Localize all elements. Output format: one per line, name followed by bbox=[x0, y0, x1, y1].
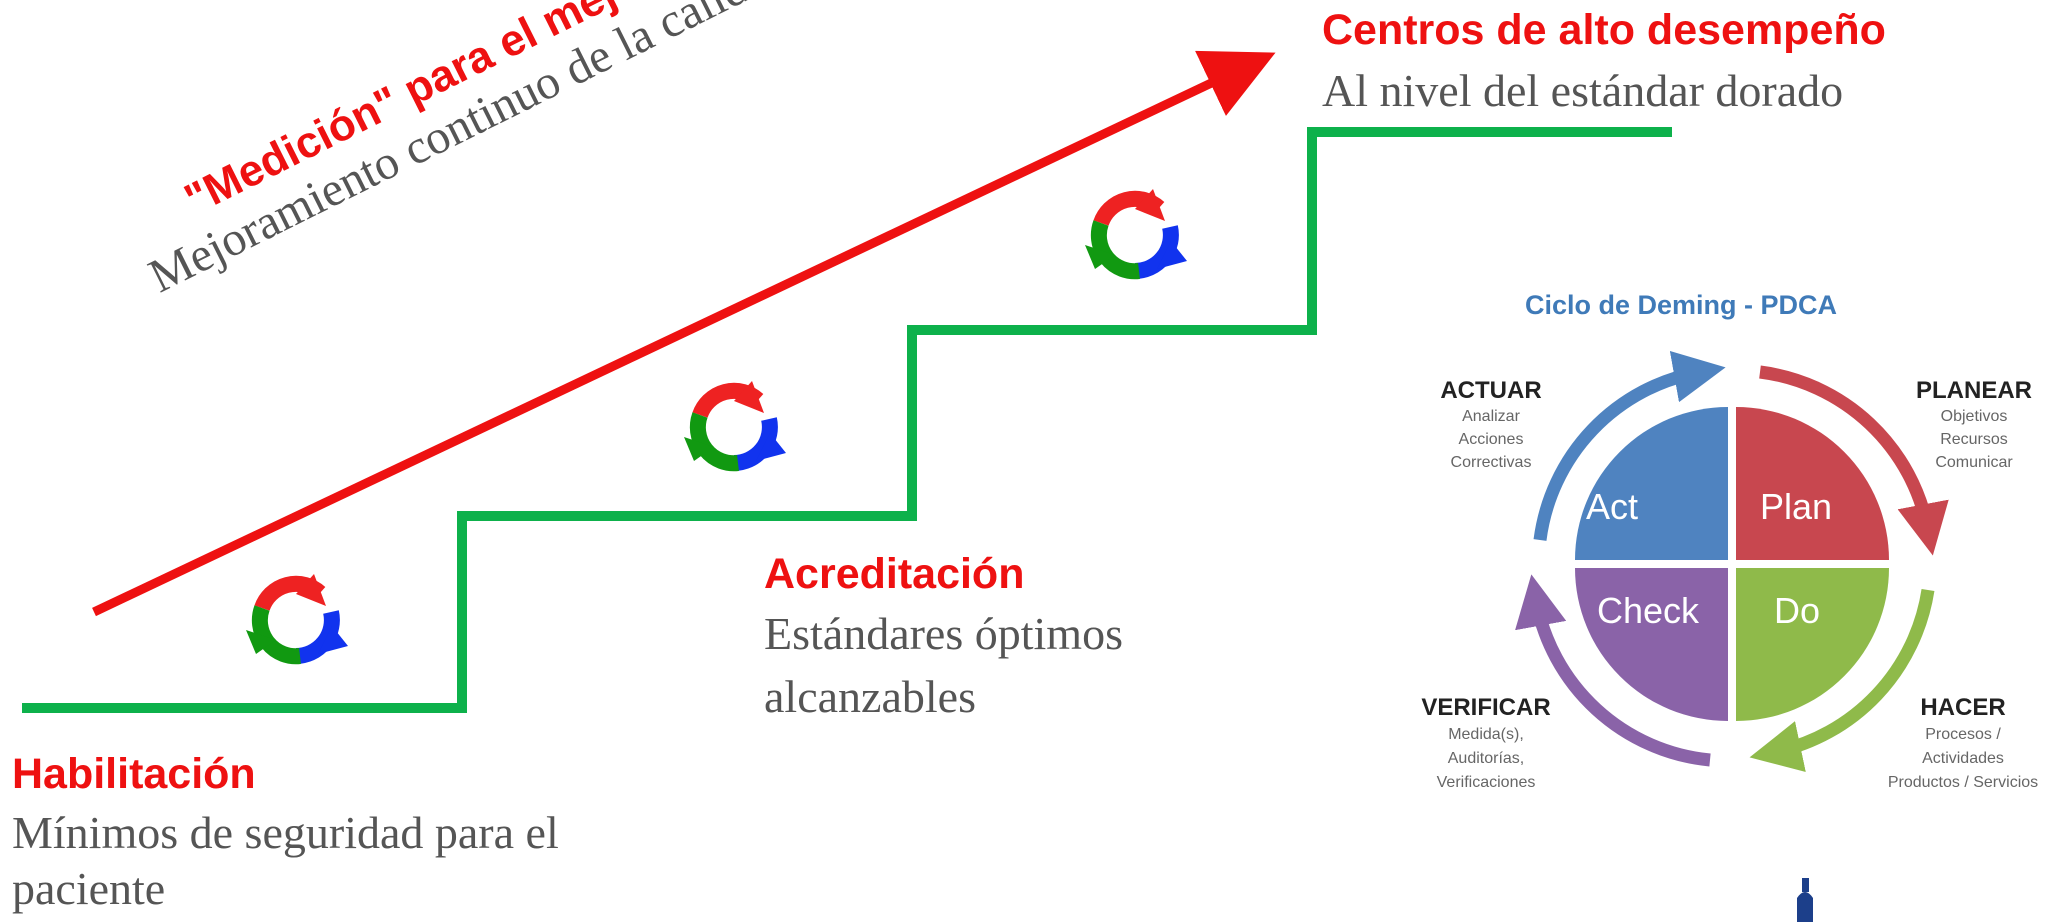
pdca-verificar-line: Medida(s), bbox=[1448, 726, 1524, 743]
pdca-planear-title: PLANEAR bbox=[1915, 377, 2032, 404]
pdca-planear-line: Objetivos bbox=[1940, 408, 2008, 425]
pdca-verificar-title: VERIFICAR bbox=[1421, 694, 1551, 721]
level-subtitle-centros: Al nivel del estándar dorado bbox=[1322, 65, 1844, 116]
level-title-habilitacion: Habilitación bbox=[12, 750, 256, 798]
level-subtitle-acreditacion-2: alcanzables bbox=[764, 671, 976, 722]
pdca-arrow-check bbox=[1515, 574, 1711, 767]
pdca-quadrant-plan bbox=[1736, 407, 1889, 560]
pdca-verificar-line: Auditorías, bbox=[1447, 750, 1525, 767]
level-subtitle-habilitacion: Mínimos de seguridad para el bbox=[12, 807, 559, 858]
pdca-actuar-title: ACTUAR bbox=[1440, 377, 1542, 404]
pdca-arrow-act bbox=[1533, 350, 1726, 541]
pdca-arrow-plan bbox=[1759, 365, 1949, 556]
pdca-planear-line: Recursos bbox=[1940, 431, 2008, 448]
pdca-quadrant-do bbox=[1736, 568, 1889, 721]
pdca-quadrant-act bbox=[1575, 407, 1728, 560]
improvement-arrow bbox=[92, 50, 1276, 617]
pdca-actuar-line: Correctivas bbox=[1450, 454, 1532, 471]
pdca-actuar-line: Acciones bbox=[1458, 431, 1524, 448]
staircase-line bbox=[22, 127, 1672, 713]
pdca-hacer-line: Actividades bbox=[1922, 750, 2004, 767]
level-subtitle-acreditacion: Estándares óptimos bbox=[764, 608, 1123, 659]
level-title-centros: Centros de alto desempeño bbox=[1322, 6, 1886, 54]
pdca-hacer-line: Procesos / bbox=[1925, 726, 2001, 743]
pdca-hacer-line: Productos / Servicios bbox=[1887, 774, 2039, 791]
pdca-plan-label: Plan bbox=[1760, 486, 1833, 527]
level-title-acreditacion: Acreditación bbox=[764, 550, 1025, 598]
pdca-check-label: Check bbox=[1597, 590, 1700, 631]
pdca-actuar-line: Analizar bbox=[1462, 408, 1520, 425]
bottle-icon bbox=[1797, 878, 1813, 922]
pdca-planear-line: Comunicar bbox=[1935, 454, 2013, 471]
pdca-verificar-line: Verificaciones bbox=[1436, 774, 1536, 791]
pdca-do-label: Do bbox=[1774, 590, 1821, 631]
pdca-title: Ciclo de Deming - PDCA bbox=[1525, 290, 1838, 320]
pdca-arrow-do bbox=[1749, 589, 1935, 773]
pdca-quadrant-check bbox=[1575, 568, 1728, 721]
pdca-hacer-title: HACER bbox=[1920, 694, 2006, 721]
pdca-act-label: Act bbox=[1586, 486, 1639, 527]
level-subtitle-habilitacion-2: paciente bbox=[12, 863, 166, 914]
